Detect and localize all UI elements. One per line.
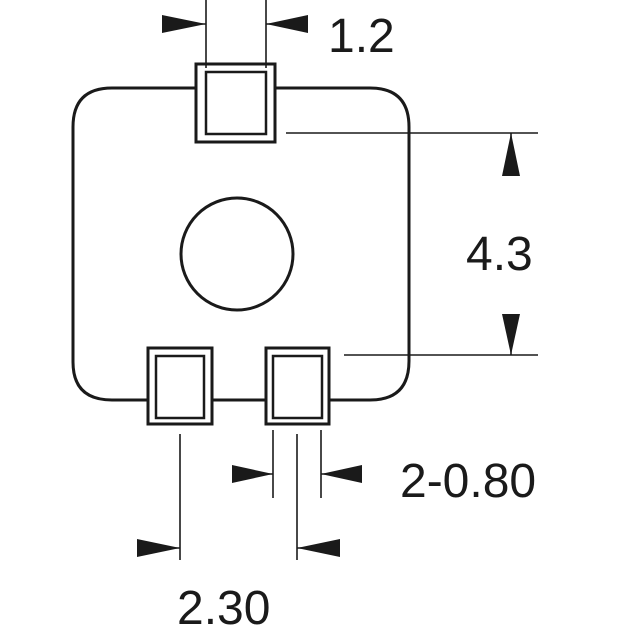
center-hole bbox=[179, 196, 295, 312]
component-body-outline bbox=[71, 86, 411, 402]
arrowhead bbox=[232, 465, 273, 483]
top-pad bbox=[194, 62, 277, 144]
dimension-pad-pitch: 4.3 bbox=[286, 132, 538, 356]
arrowhead bbox=[297, 539, 340, 557]
arrowhead bbox=[162, 15, 206, 33]
dimension-lead-width: 2-0.80 bbox=[232, 430, 536, 508]
dimension-label-lead-width: 2-0.80 bbox=[400, 455, 536, 508]
arrowhead bbox=[137, 539, 180, 557]
dimension-label-lead-spacing: 2.30 bbox=[177, 582, 270, 635]
arrowhead bbox=[266, 15, 308, 33]
arrowhead bbox=[502, 133, 520, 176]
bottom-right-pad bbox=[264, 346, 331, 426]
dimension-label-right: 4.3 bbox=[466, 228, 533, 281]
dimension-lead-spacing: 2.30 bbox=[137, 434, 340, 635]
dimension-label-top: 1.2 bbox=[328, 10, 395, 63]
dimension-top-pad-width: 1.2 bbox=[162, 0, 395, 68]
bottom-left-pad bbox=[146, 346, 214, 426]
arrowhead bbox=[321, 465, 362, 483]
arrowhead bbox=[502, 314, 520, 355]
